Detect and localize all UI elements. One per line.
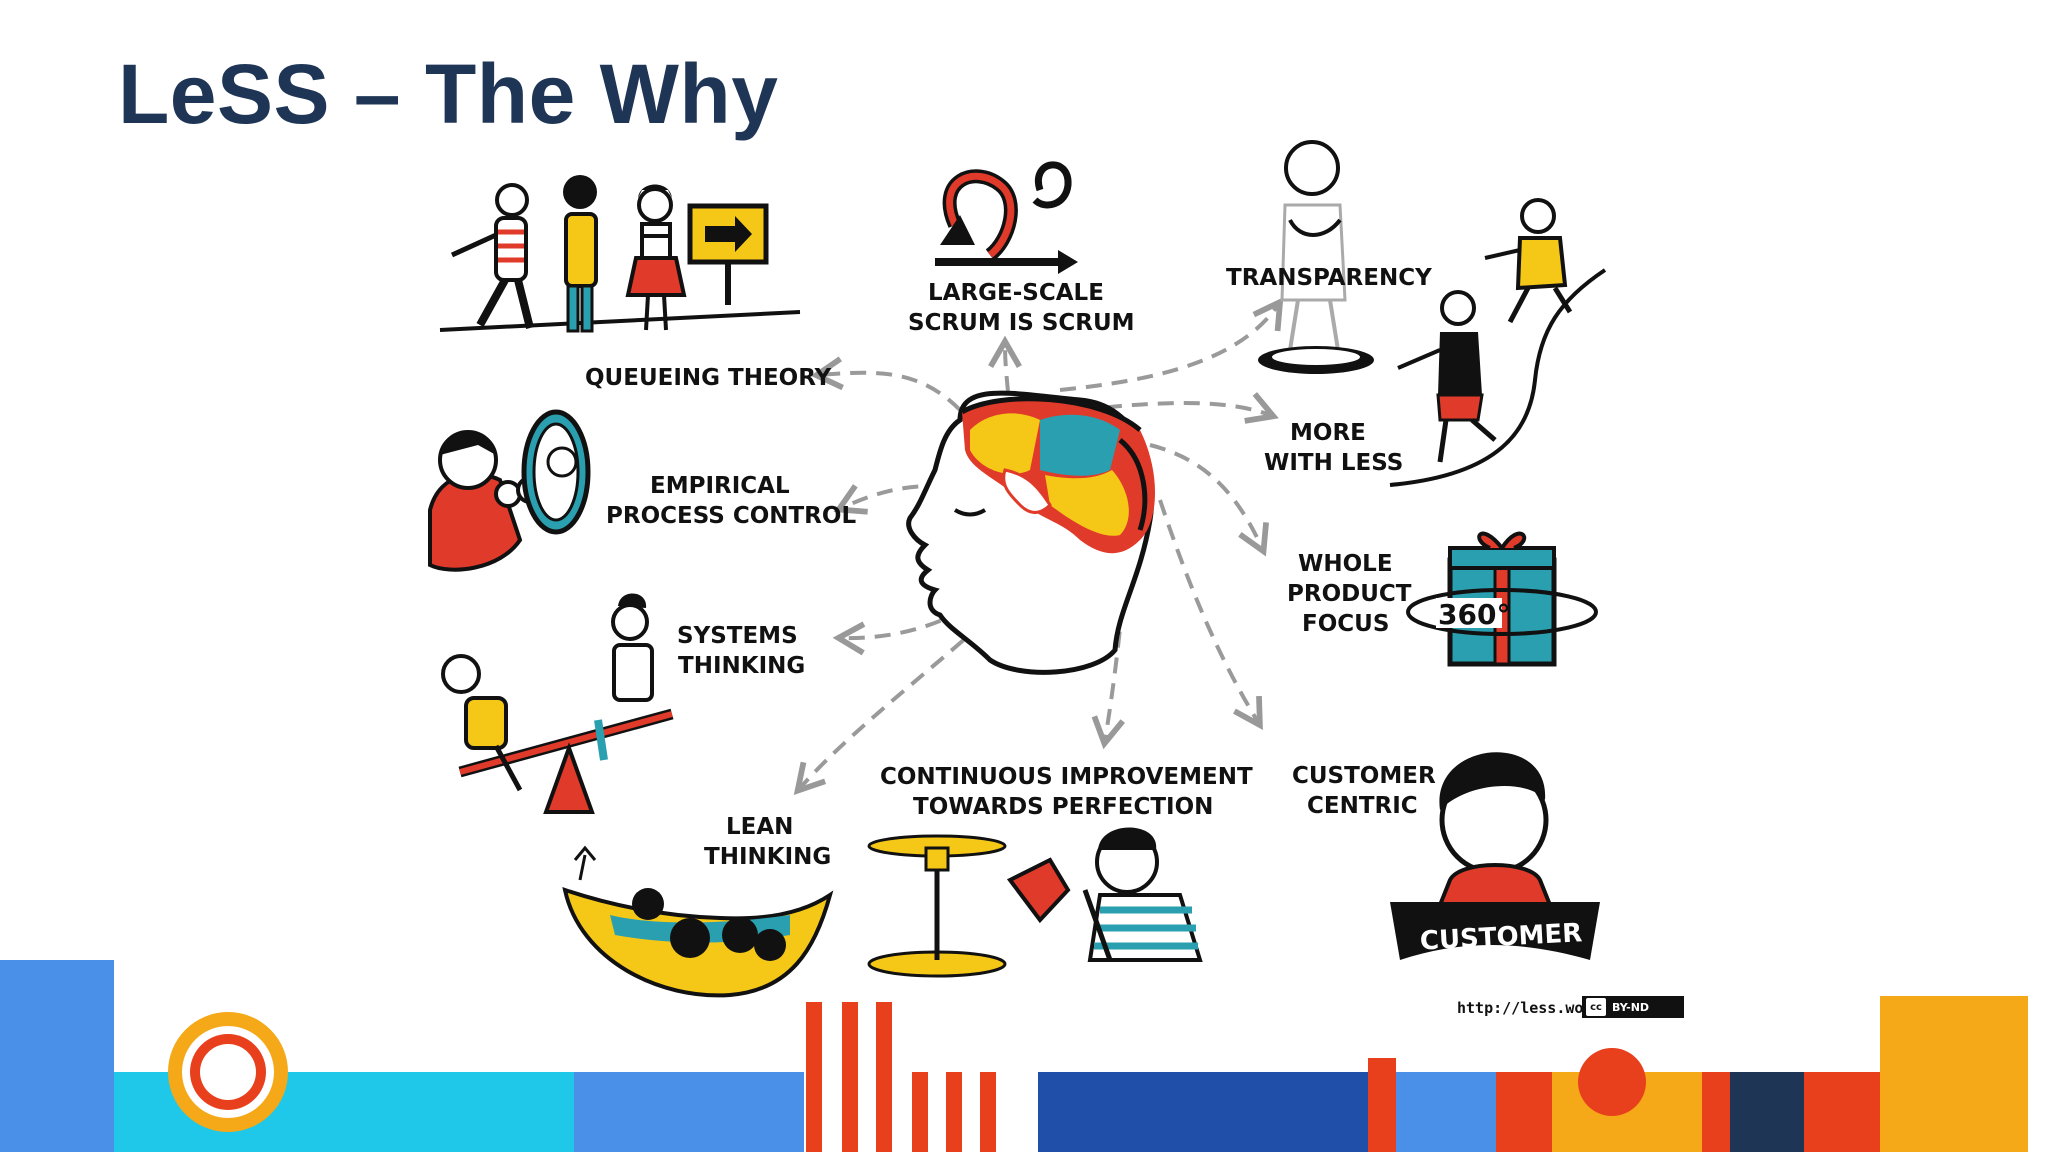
- label-systems-line2: THINKING: [678, 653, 805, 679]
- label-more-line1: MORE: [1290, 420, 1366, 446]
- empirical-binoculars-illustration: [428, 409, 591, 572]
- label-systems-line1: SYSTEMS: [677, 623, 798, 649]
- gift-360-text: 360°: [1438, 598, 1510, 631]
- credit-url: http://less.works: [1457, 999, 1611, 1017]
- scrum-loop-icon: [935, 161, 1078, 274]
- label-queueing-theory: QUEUEING THEORY: [585, 365, 832, 391]
- transparency-figure: [1258, 140, 1374, 374]
- creative-commons-icon: cc: [1586, 998, 1606, 1016]
- lean-boat-illustration: [562, 845, 834, 998]
- label-continuous-line1: CONTINUOUS IMPROVEMENT: [880, 764, 1253, 790]
- more-with-less-runners: [1389, 198, 1607, 487]
- label-empirical-line2: PROCESS CONTROL: [606, 503, 856, 529]
- label-whole-line1: WHOLE: [1298, 551, 1393, 577]
- continuous-improvement-illustration: [867, 827, 1203, 978]
- label-lean-line1: LEAN: [726, 814, 793, 840]
- label-more-line2: WITH LESS: [1264, 450, 1403, 476]
- label-transparency: TRANSPARENCY: [1226, 265, 1432, 291]
- label-continuous-line2: TOWARDS PERFECTION: [913, 794, 1213, 820]
- label-customer-line2: CENTRIC: [1307, 793, 1418, 819]
- label-whole-line3: FOCUS: [1302, 611, 1389, 637]
- label-customer-line1: CUSTOMER: [1292, 763, 1436, 789]
- license-badge: cc BY-ND: [1582, 996, 1684, 1018]
- customer-portrait-illustration: CUSTOMER: [1390, 752, 1600, 960]
- gift-360-icon: 360°: [1406, 531, 1598, 667]
- label-large-scale-line2: SCRUM IS SCRUM: [908, 310, 1135, 336]
- label-lean-line2: THINKING: [704, 844, 831, 870]
- label-empirical-line1: EMPIRICAL: [650, 473, 790, 499]
- systems-seesaw-illustration: [441, 593, 674, 814]
- head-icon: [906, 390, 1155, 675]
- license-text: BY-ND: [1612, 1000, 1650, 1014]
- slide-title: LeSS – The Why: [118, 47, 779, 141]
- label-large-scale-line1: LARGE-SCALE: [928, 280, 1104, 306]
- queueing-theory-illustration: [439, 175, 801, 333]
- label-whole-line2: PRODUCT: [1287, 581, 1412, 607]
